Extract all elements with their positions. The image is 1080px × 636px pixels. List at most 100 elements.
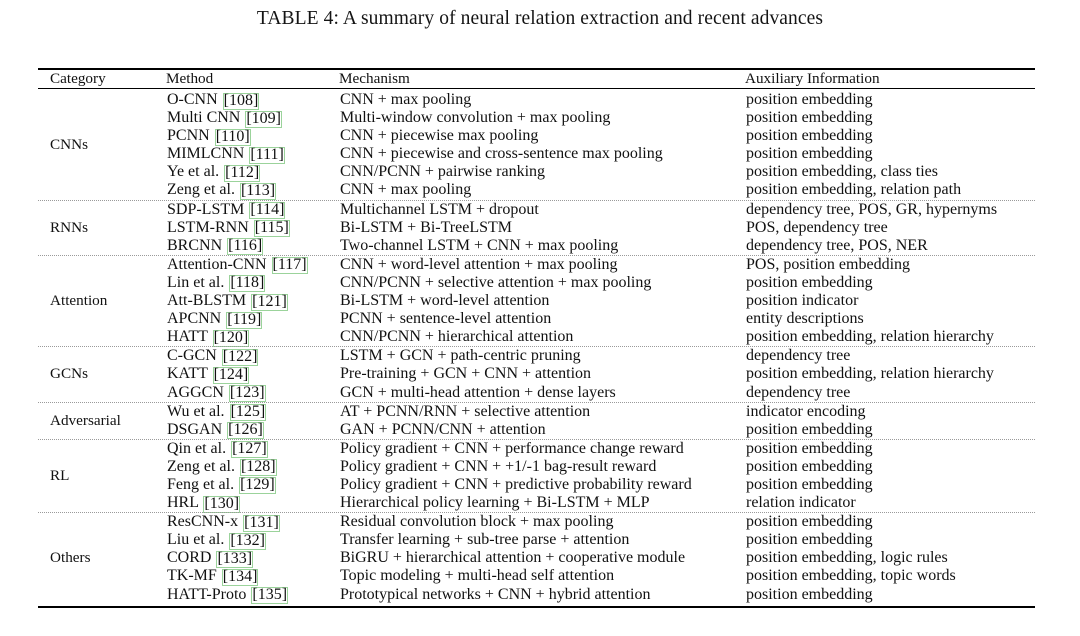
table-top-rule xyxy=(38,68,1035,70)
auxiliary-cell: position embedding xyxy=(746,439,873,457)
citation-link[interactable]: [132] xyxy=(229,531,266,550)
method-cell: Multi CNN [109] xyxy=(166,109,339,128)
citation-link[interactable]: [121] xyxy=(251,292,288,311)
table-caption: TABLE 4: A summary of neural relation ex… xyxy=(256,8,824,29)
table-row: HATT-Proto [135]Prototypical networks + … xyxy=(166,585,1035,605)
auxiliary-cell: position embedding xyxy=(746,531,873,549)
summary-table: Category Method Mechanism Auxiliary Info… xyxy=(38,70,1035,88)
citation-link[interactable]: [130] xyxy=(203,494,241,513)
auxiliary-cell: position indicator xyxy=(746,292,859,310)
method-cell: HATT-Proto [135] xyxy=(166,585,339,605)
mechanism-cell: Multichannel LSTM + dropout xyxy=(340,200,539,218)
citation-link[interactable]: [111] xyxy=(249,145,285,164)
table-row: CORD [133]BiGRU + hierarchical attention… xyxy=(166,549,1035,568)
mechanism-cell: LSTM + GCN + path-centric pruning xyxy=(340,347,581,365)
citation-link[interactable]: [115] xyxy=(253,219,290,238)
mechanism-cell: Prototypical networks + CNN + hybrid att… xyxy=(340,585,651,603)
method-cell: Wu et al. [125] xyxy=(166,403,339,422)
group-inner: Adversarial Wu et al. [125]AT + PCNN/RNN … xyxy=(38,402,1035,440)
method-cell: Liu et al. [132] xyxy=(166,531,339,550)
citation-link[interactable]: [126] xyxy=(227,421,264,440)
table-row: Att-BLSTM [121]Bi-LSTM + word-level atte… xyxy=(166,292,1035,311)
citation-link[interactable]: [124] xyxy=(212,365,250,384)
table-row: KATT [124]Pre-training + GCN + CNN + att… xyxy=(166,365,1035,384)
group-rows: Wu et al. [125]AT + PCNN/RNN + selective… xyxy=(166,402,1035,440)
citation-link[interactable]: [125] xyxy=(229,403,267,422)
method-cell: O-CNN [108] xyxy=(166,91,339,110)
method-cell: AGGCN [123] xyxy=(166,384,339,402)
mechanism-cell: Transfer learning + sub-tree parse + att… xyxy=(340,531,630,549)
citation-link[interactable]: [114] xyxy=(249,201,286,220)
column-header-category: Category xyxy=(50,70,106,87)
auxiliary-cell: dependency tree, POS, NER xyxy=(746,236,928,254)
method-name: SDP-LSTM xyxy=(167,200,245,218)
citation-link[interactable]: [116] xyxy=(227,237,264,256)
method-cell: HATT [120] xyxy=(166,328,339,347)
method-cell: Att-BLSTM [121] xyxy=(166,292,339,311)
auxiliary-cell: indicator encoding xyxy=(746,402,866,420)
method-name: KATT xyxy=(167,365,208,383)
method-name: AGGCN xyxy=(167,383,224,401)
auxiliary-cell: position embedding, relation hierarchy xyxy=(746,328,994,346)
method-name: DSGAN xyxy=(167,420,223,438)
column-header-auxiliary: Auxiliary Information xyxy=(745,70,880,87)
citation-link[interactable]: [120] xyxy=(212,328,250,347)
auxiliary-cell: position embedding xyxy=(746,145,873,163)
auxiliary-cell: position embedding xyxy=(746,91,873,108)
citation-link[interactable]: [122] xyxy=(221,347,259,366)
citation-link[interactable]: [110] xyxy=(214,127,251,146)
method-name: PCNN xyxy=(167,127,210,145)
method-cell: C-GCN [122] xyxy=(166,347,339,366)
method-cell: MIMLCNN [111] xyxy=(166,145,339,164)
method-cell: CORD [133] xyxy=(166,549,339,568)
method-cell: Zeng et al. [113] xyxy=(166,181,339,200)
auxiliary-cell: position embedding, class ties xyxy=(746,163,938,181)
citation-link[interactable]: [118] xyxy=(229,274,266,293)
method-cell: Ye et al. [112] xyxy=(166,163,339,182)
method-cell: Lin et al. [118] xyxy=(166,274,339,293)
table-row: Attention-CNN [117]CNN + word-level atte… xyxy=(166,255,1035,275)
citation-link[interactable]: [119] xyxy=(226,310,263,329)
auxiliary-cell: position embedding xyxy=(746,420,873,438)
citation-link[interactable]: [131] xyxy=(243,513,280,532)
citation-link[interactable]: [128] xyxy=(239,458,277,477)
method-name: TK-MF xyxy=(167,567,217,585)
citation-link[interactable]: [127] xyxy=(231,440,268,459)
citation-link[interactable]: [134] xyxy=(221,567,259,586)
method-name: Zeng et al. xyxy=(167,181,235,199)
category-label: Adversarial xyxy=(50,411,121,429)
citation-link[interactable]: [133] xyxy=(216,549,254,568)
auxiliary-cell: position embedding xyxy=(746,475,873,493)
mechanism-cell: AT + PCNN/RNN + selective attention xyxy=(340,402,591,420)
citation-link[interactable]: [135] xyxy=(251,586,289,605)
citation-link[interactable]: [113] xyxy=(239,181,277,200)
citation-link[interactable]: [112] xyxy=(224,163,261,182)
method-name: HATT-Proto xyxy=(167,585,247,603)
method-name: Liu et al. xyxy=(167,531,225,549)
citation-link[interactable]: [123] xyxy=(228,384,266,402)
method-name: O-CNN xyxy=(167,91,218,108)
mechanism-cell: CNN + word-level attention + max pooling xyxy=(340,255,618,273)
mechanism-cell: BiGRU + hierarchical attention + coopera… xyxy=(340,549,686,567)
mechanism-cell: Two-channel LSTM + CNN + max pooling xyxy=(340,236,619,254)
mechanism-cell: Bi-LSTM + word-level attention xyxy=(340,292,550,310)
citation-link[interactable]: [129] xyxy=(239,476,276,495)
mechanism-cell: CNN + max pooling xyxy=(340,181,472,199)
auxiliary-cell: POS, dependency tree xyxy=(746,218,888,236)
table-row: ResCNN-x [131]Residual convolution block… xyxy=(166,513,1035,532)
citation-link[interactable]: [109] xyxy=(245,109,282,128)
mechanism-cell: GAN + PCNN/CNN + attention xyxy=(340,420,546,438)
citation-link[interactable]: [108] xyxy=(222,91,260,110)
citation-link[interactable]: [117] xyxy=(271,256,308,275)
method-cell: Attention-CNN [117] xyxy=(166,256,339,275)
auxiliary-cell: position embedding xyxy=(746,127,873,145)
